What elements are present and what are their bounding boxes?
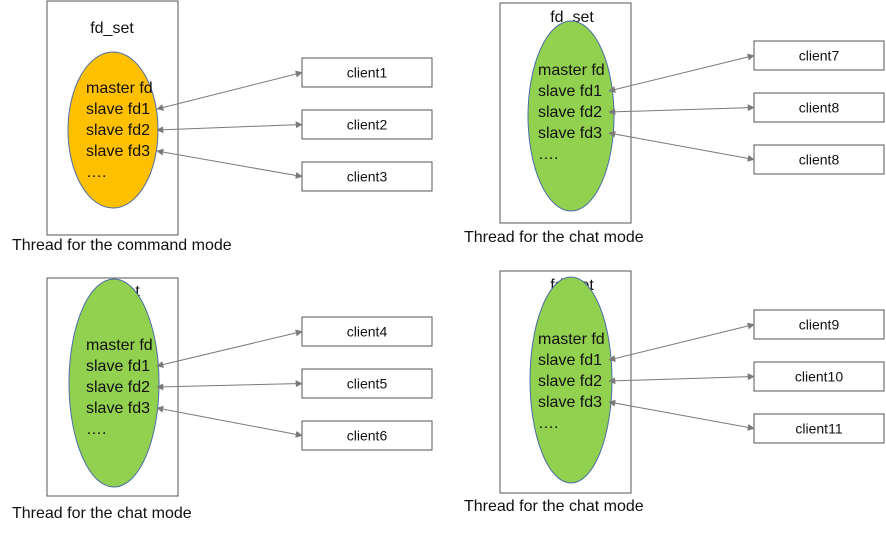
- connection-arrow: [156, 380, 303, 391]
- fd-label: ….: [86, 164, 106, 181]
- client-label: client8: [799, 100, 840, 116]
- thread-caption: Thread for the command mode: [12, 237, 232, 254]
- client-label: client9: [799, 317, 840, 333]
- client-label: client4: [347, 324, 388, 340]
- client-box: [301, 161, 433, 192]
- fd-label: slave fd1: [86, 101, 150, 118]
- thread-caption: Thread for the chat mode: [464, 498, 644, 515]
- fd-label: ….: [538, 146, 558, 163]
- fd-label: slave fd3: [538, 394, 602, 411]
- client-box: [753, 144, 885, 175]
- client-box: [301, 109, 433, 140]
- fd-label: slave fd2: [538, 373, 602, 390]
- thread-caption: Thread for the chat mode: [464, 229, 644, 246]
- connection-arrow: [156, 70, 303, 111]
- fd-set-title: fd_set: [550, 9, 594, 26]
- connection-arrow: [608, 53, 755, 93]
- fd-label: ….: [86, 421, 106, 438]
- client-label: client10: [795, 369, 843, 385]
- fd-label: slave fd3: [86, 400, 150, 417]
- client-box: [753, 413, 885, 444]
- client-box: [301, 420, 433, 451]
- client-label: client1: [347, 65, 388, 81]
- client-box: [753, 361, 885, 392]
- fd-label: master fd: [86, 80, 153, 97]
- client-box: [301, 57, 433, 88]
- connection-arrow: [608, 104, 755, 116]
- connection-arrow: [156, 148, 303, 179]
- fd-set-title: fd_set: [90, 20, 134, 37]
- fd-label: slave fd3: [538, 125, 602, 142]
- thread-caption: Thread for the chat mode: [12, 505, 192, 522]
- client-label: client6: [347, 428, 388, 444]
- connection-arrow: [608, 373, 755, 385]
- connection-arrow: [156, 121, 303, 134]
- client-label: client2: [347, 117, 388, 133]
- connection-arrow: [156, 329, 303, 368]
- fd-label: master fd: [538, 62, 605, 79]
- client-label: client3: [347, 169, 388, 185]
- connection-arrow: [608, 399, 755, 431]
- client-box: [753, 309, 885, 340]
- connection-arrow: [156, 405, 303, 438]
- fd-label: slave fd2: [538, 104, 602, 121]
- connection-arrow: [608, 130, 755, 162]
- client-box: [753, 40, 885, 71]
- fd-label: ….: [538, 415, 558, 432]
- fd-label: master fd: [538, 331, 605, 348]
- fd-label: slave fd1: [538, 83, 602, 100]
- connection-arrow: [608, 322, 755, 362]
- client-label: client8: [799, 152, 840, 168]
- client-label: client7: [799, 48, 840, 64]
- client-label: client5: [347, 376, 388, 392]
- fd-set-ellipse: [527, 20, 615, 212]
- client-label: client11: [795, 421, 842, 437]
- fd-label: slave fd2: [86, 379, 150, 396]
- fd-label: slave fd3: [86, 143, 150, 160]
- client-box: [301, 368, 433, 399]
- fd-label: slave fd2: [86, 122, 150, 139]
- fd-label: master fd: [86, 337, 153, 354]
- fd-label: slave fd1: [86, 358, 150, 375]
- fd-label: slave fd1: [538, 352, 602, 369]
